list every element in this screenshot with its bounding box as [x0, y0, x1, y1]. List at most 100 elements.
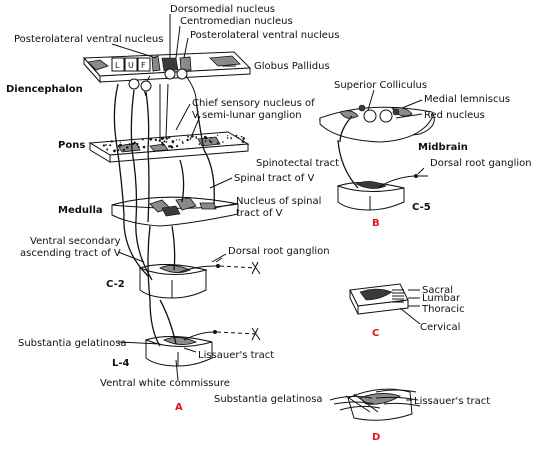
- label-spinal-tract-v: Spinal tract of V: [234, 173, 314, 184]
- pons-dot: [235, 135, 237, 137]
- pons-dot: [195, 136, 197, 138]
- pons-dot: [187, 136, 189, 138]
- pons-dot: [179, 139, 180, 140]
- panel-d: [330, 389, 420, 420]
- label-lumbar: Lumbar: [422, 293, 461, 304]
- label-medulla: Medulla: [58, 205, 103, 216]
- label-ventral-secondary-line2: ascending tract of V: [20, 248, 121, 259]
- pons-dot: [205, 140, 207, 142]
- pons-dot: [227, 137, 229, 139]
- label-centromedian-nucleus: Centromedian nucleus: [180, 16, 293, 27]
- pons-dot: [113, 150, 116, 153]
- label-pons: Pons: [58, 140, 85, 151]
- panel-label-c: C: [372, 328, 379, 339]
- label-ventral-secondary-line1: Ventral secondary: [30, 236, 121, 247]
- label-dorsal-root-ganglion-a: Dorsal root ganglion: [228, 246, 330, 257]
- pons-dot: [166, 141, 168, 143]
- pons-dot: [199, 143, 201, 145]
- pons-dot: [105, 144, 107, 146]
- pons-dot: [182, 142, 184, 144]
- pons-dot: [109, 144, 111, 146]
- pons-dot: [103, 144, 105, 146]
- pons-dot: [137, 143, 139, 145]
- text-labels: Dorsomedial nucleus Centromedian nucleus…: [6, 4, 532, 443]
- pons-dot: [106, 149, 108, 151]
- pons-dot: [120, 142, 121, 143]
- pons-dot: [205, 137, 208, 140]
- pons-dot: [222, 141, 223, 142]
- label-nucleus-spinal-line1: Nucleus of spinal: [236, 196, 321, 207]
- label-chief-sensory-line1: Chief sensory nucleus of: [192, 98, 315, 109]
- medulla-section: [112, 197, 238, 226]
- label-lissauers-tract-a: Lissauer's tract: [198, 350, 274, 361]
- pons-dot: [161, 137, 164, 140]
- pons-dot: [138, 146, 139, 147]
- label-ventral-white-commissure: Ventral white commissure: [100, 378, 230, 389]
- panel-label-a: A: [175, 402, 183, 413]
- pons-dot: [210, 141, 212, 143]
- panel-a: [84, 14, 260, 380]
- pons-dot: [164, 140, 166, 142]
- label-posterolateral-ventral-left: Posterolateral ventral nucleus: [14, 34, 163, 45]
- spinotectal-line: [338, 140, 358, 188]
- pons-dot: [243, 138, 244, 139]
- pons-dot: [143, 146, 146, 149]
- label-substantia-gelatinosa-d: Substantia gelatinosa: [214, 394, 323, 405]
- pons-dot: [118, 145, 120, 147]
- pons-dot: [217, 142, 219, 144]
- pons-dot: [155, 139, 157, 141]
- label-dorsal-root-ganglion-b: Dorsal root ganglion: [430, 158, 532, 169]
- label-posterolateral-ventral-right: Posterolateral ventral nucleus: [190, 30, 339, 41]
- pons-dot: [241, 136, 243, 138]
- label-dorsomedial-nucleus: Dorsomedial nucleus: [170, 4, 275, 15]
- pons-dot: [186, 139, 188, 141]
- label-midbrain: Midbrain: [418, 142, 468, 153]
- label-red-nucleus: Red nucleus: [424, 110, 485, 121]
- label-superior-colliculus: Superior Colliculus: [334, 80, 427, 91]
- pons-dot: [217, 135, 218, 136]
- c5-section: [338, 181, 404, 210]
- label-nucleus-spinal-line2: tract of V: [236, 208, 283, 219]
- pons-dot: [171, 146, 174, 149]
- pons-dot: [172, 140, 175, 143]
- pons-dot: [161, 142, 163, 144]
- pons-dot: [230, 137, 232, 139]
- label-thoracic: Thoracic: [421, 304, 465, 315]
- label-c5: C-5: [412, 202, 431, 213]
- panel-label-d: D: [372, 432, 380, 443]
- pons-dot: [133, 142, 135, 144]
- pons-dot: [182, 141, 183, 142]
- thalamus-letter-u: U: [128, 61, 134, 70]
- pons-dot: [210, 137, 212, 139]
- panel-c: [350, 284, 420, 324]
- panel-label-b: B: [372, 218, 380, 229]
- pons-dot: [129, 143, 131, 145]
- label-spinotectal-tract: Spinotectal tract: [256, 158, 339, 169]
- pons-dot: [176, 139, 177, 140]
- pons-dot: [142, 138, 144, 140]
- pons-dot: [168, 137, 170, 139]
- label-lissauers-tract-d: Lissauer's tract: [414, 396, 490, 407]
- pons-dot: [112, 141, 113, 142]
- label-diencephalon: Diencephalon: [6, 84, 83, 95]
- label-substantia-gelatinosa-a: Substantia gelatinosa: [18, 338, 127, 349]
- pons-dot: [238, 137, 239, 138]
- label-c2: C-2: [106, 279, 125, 290]
- label-chief-sensory-line2: V semi-lunar ganglion: [192, 110, 302, 121]
- pons-dot: [209, 140, 211, 142]
- pons-dot: [227, 135, 228, 136]
- thalamus-letter-l: L: [115, 61, 120, 70]
- thalamus-letter-f: F: [141, 61, 146, 70]
- pons-dot: [126, 146, 128, 148]
- midbrain-section: [320, 105, 434, 142]
- label-medial-lemniscus: Medial lemniscus: [424, 94, 510, 105]
- pons-dot: [168, 145, 170, 147]
- label-l4: L-4: [112, 358, 130, 369]
- pons-dot: [150, 138, 153, 141]
- pons-dot: [242, 140, 245, 143]
- pons-dot: [176, 145, 178, 147]
- diencephalon-section: [84, 52, 250, 100]
- label-cervical: Cervical: [420, 322, 460, 333]
